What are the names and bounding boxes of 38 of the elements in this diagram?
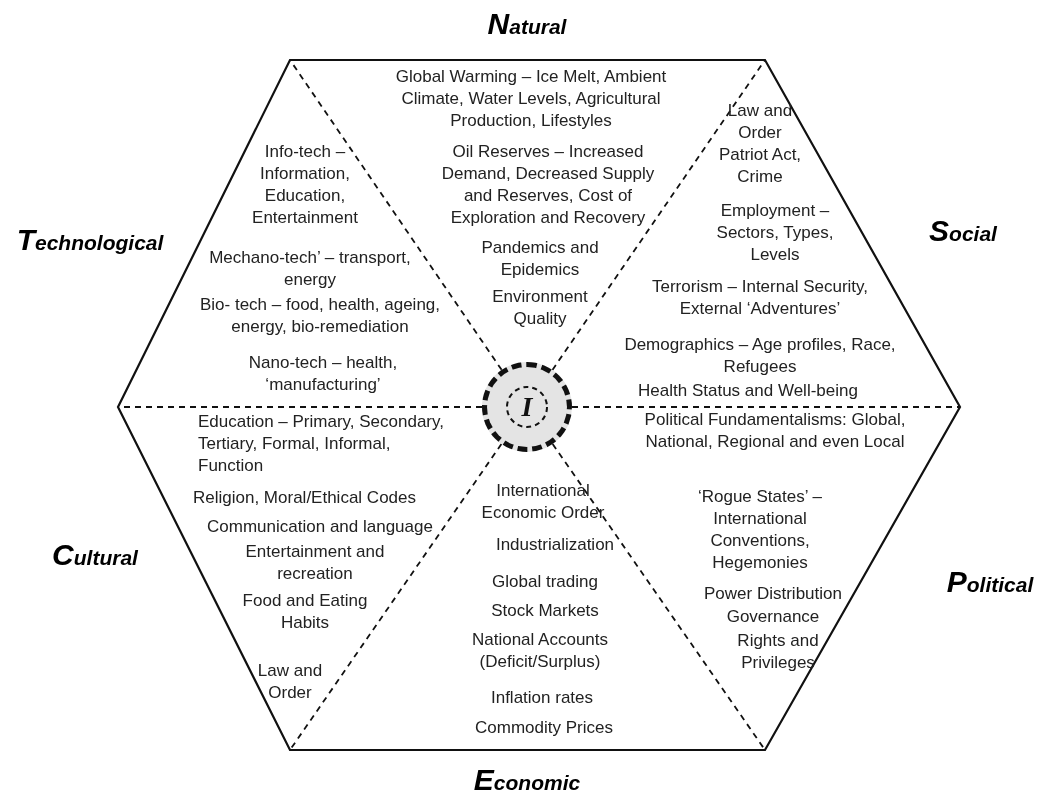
sector-item: Law and Order Patriot Act, Crime	[717, 100, 803, 188]
sector-heading: Political	[946, 566, 1034, 600]
sector-item: Communication and language	[206, 516, 434, 538]
sector-item: Entertainment and recreation	[244, 541, 386, 585]
sector-heading: Social	[929, 215, 997, 249]
sector-heading: Natural	[487, 8, 567, 42]
sector-item: Terrorism – Internal Security, External ‘Adventures’	[651, 276, 869, 320]
sector-item: Law and Order	[256, 660, 324, 704]
sector-item: National Accounts (Deficit/Surplus)	[470, 629, 610, 673]
sector-item: Demographics – Age profiles, Race, Refugees	[623, 334, 897, 378]
sector-item: Education – Primary, Secondary, Tertiary, Formal, Informal, Function	[198, 411, 445, 477]
sector-item: Commodity Prices	[474, 717, 614, 739]
sector-item: Employment – Sectors, Types, Levels	[715, 200, 835, 266]
sector-item: Pandemics and Epidemics	[480, 237, 600, 281]
sector-item: Religion, Moral/Ethical Codes	[193, 487, 417, 509]
sector-item: Rights and Privileges	[736, 630, 820, 674]
sector-item: Power Distribution	[703, 583, 843, 605]
sector-item: Governance	[725, 606, 821, 628]
sector-item: Global trading	[491, 571, 599, 593]
sector-item: Inflation rates	[489, 687, 595, 709]
sector-item: Bio- tech – food, health, ageing, energy, bio-remediation	[198, 294, 442, 338]
center-label: I	[521, 391, 533, 423]
sector-item: Nano-tech – health, ‘manufacturing’	[247, 352, 399, 396]
sector-heading: Technological	[16, 224, 164, 258]
sector-item: Oil Reserves – Increased Demand, Decreased Supply and Reserves, Cost of Exploration and Recovery	[440, 141, 656, 229]
sector-item: Environment Quality	[491, 286, 589, 330]
sector-item: Stock Markets	[490, 600, 600, 622]
sector-item: Food and Eating Habits	[241, 590, 369, 634]
sector-item: Health Status and Well-being	[637, 380, 859, 402]
sector-item: Industrialization	[494, 534, 616, 556]
sector-item: International Economic Order	[480, 480, 606, 524]
sector-heading: Cultural	[52, 539, 138, 573]
sector-item: Political Fundamentalisms: Global, National, Regional and even Local	[643, 409, 907, 453]
sector-item: ‘Rogue States’ – International Conventions, Hegemonies	[696, 486, 824, 574]
sector-item: Mechano-tech’ – transport, energy	[208, 247, 412, 291]
sector-item: Info-tech – Information, Education, Entertainment	[251, 141, 359, 229]
sector-item: Global Warming – Ice Melt, Ambient Climate, Water Levels, Agricultural Production, Lifestyles	[394, 66, 668, 132]
sector-heading: Economic	[473, 764, 581, 798]
